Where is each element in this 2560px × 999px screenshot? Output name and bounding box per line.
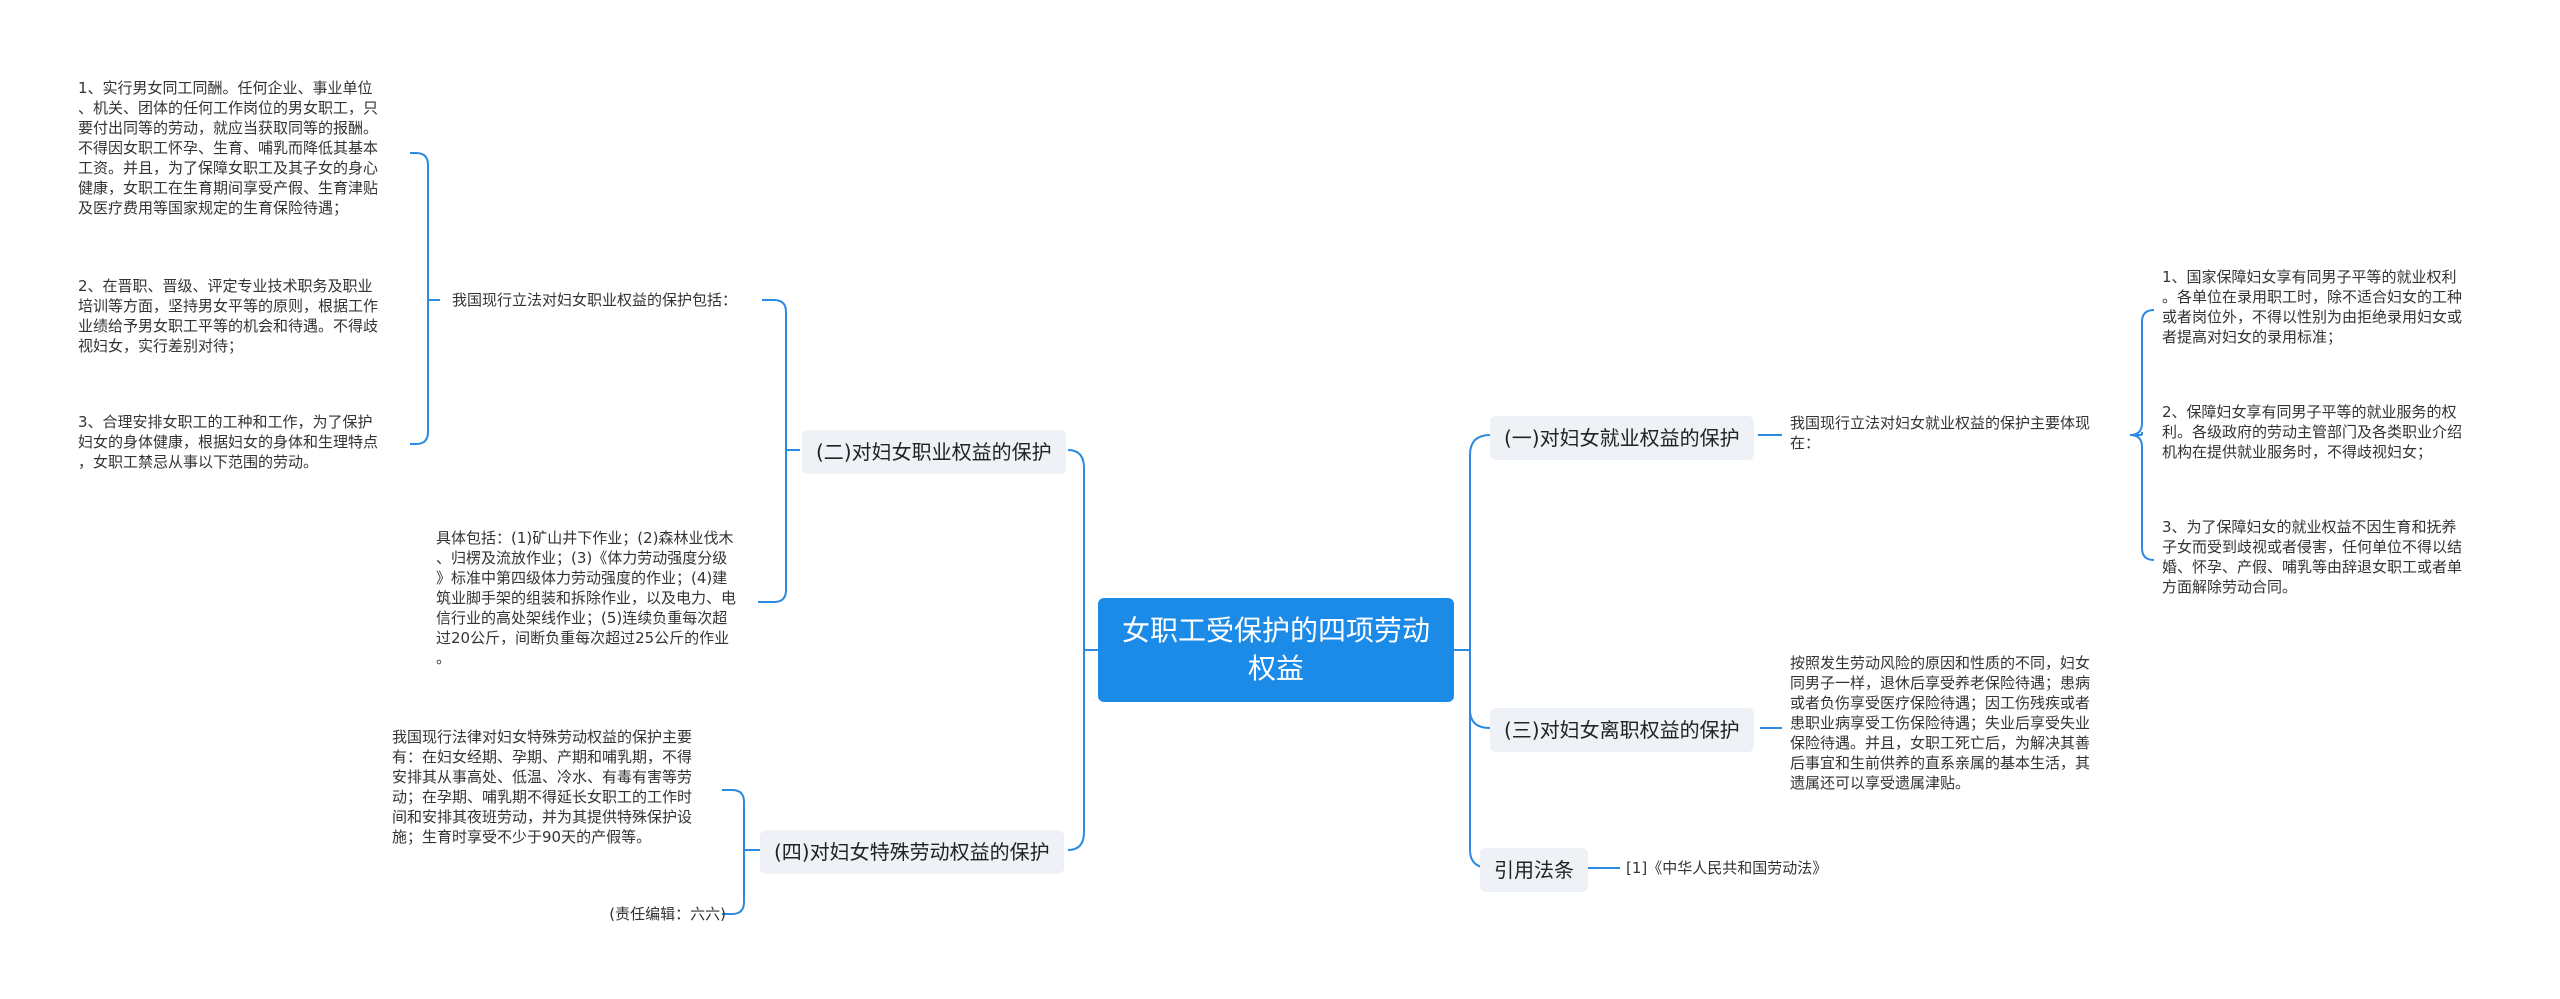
branch-label: (二)对妇女职业权益的保护 (816, 440, 1052, 464)
b3-text: 按照发生劳动风险的原因和性质的不同，妇女 同男子一样，退休后享受养老保险待遇；患… (1790, 654, 2091, 792)
b2-item-2: 2、在晋职、晋级、评定专业技术职务及职业 培训等方面，坚持男女平等的原则，根据工… (78, 277, 379, 355)
b2-item-3: 3、合理安排女职工的工种和工作，为了保护 妇女的身体健康，根据妇女的身体和生理特… (78, 413, 379, 471)
central-topic-title: 女职工受保护的四项劳动权益 (1121, 614, 1430, 685)
branch-label: (四)对妇女特殊劳动权益的保护 (774, 840, 1050, 864)
branch-retirement-rights[interactable]: (三)对妇女离职权益的保护 (1490, 708, 1754, 752)
b1-intro-text: 我国现行立法对妇女就业权益的保护主要体现 在： (1790, 414, 2091, 452)
central-topic[interactable]: 女职工受保护的四项劳动权益 (1098, 598, 1454, 702)
b2-item-1: 1、实行男女同工同酬。任何企业、事业单位 、机关、团体的任何工作岗位的男女职工，… (78, 79, 379, 217)
b1-item-1: 1、国家保障妇女享有同男子平等的就业权利 。各单位在录用职工时，除不适合妇女的工… (2162, 268, 2463, 346)
b1-item-2: 2、保障妇女享有同男子平等的就业服务的权 利。各级政府的劳动主管部门及各类职业介… (2162, 403, 2463, 461)
branch-label: (一)对妇女就业权益的保护 (1504, 426, 1740, 450)
branch-cited-law[interactable]: 引用法条 (1480, 848, 1588, 892)
b2-detail-text: 具体包括：(1)矿山井下作业；(2)森林业伐木 、归楞及流放作业；(3)《体力劳… (436, 529, 737, 667)
branch-label: (三)对妇女离职权益的保护 (1504, 718, 1740, 742)
law-reference[interactable]: [1]《中华人民共和国劳动法》 (1626, 859, 1828, 877)
branch-occupational-rights[interactable]: (二)对妇女职业权益的保护 (802, 430, 1066, 474)
editor-credit: (责任编辑：六六) (609, 905, 726, 923)
b4-text: 我国现行法律对妇女特殊劳动权益的保护主要 有：在妇女经期、孕期、产期和哺乳期，不… (392, 728, 693, 846)
branch-special-labor-rights[interactable]: (四)对妇女特殊劳动权益的保护 (760, 830, 1064, 874)
b1-item-3: 3、为了保障妇女的就业权益不因生育和抚养 子女而受到歧视或者侵害，任何单位不得以… (2162, 518, 2463, 596)
branch-label: 引用法条 (1494, 858, 1574, 882)
branch-employment-rights[interactable]: (一)对妇女就业权益的保护 (1490, 416, 1754, 460)
b2-intro-text: 我国现行立法对妇女职业权益的保护包括： (452, 291, 738, 309)
